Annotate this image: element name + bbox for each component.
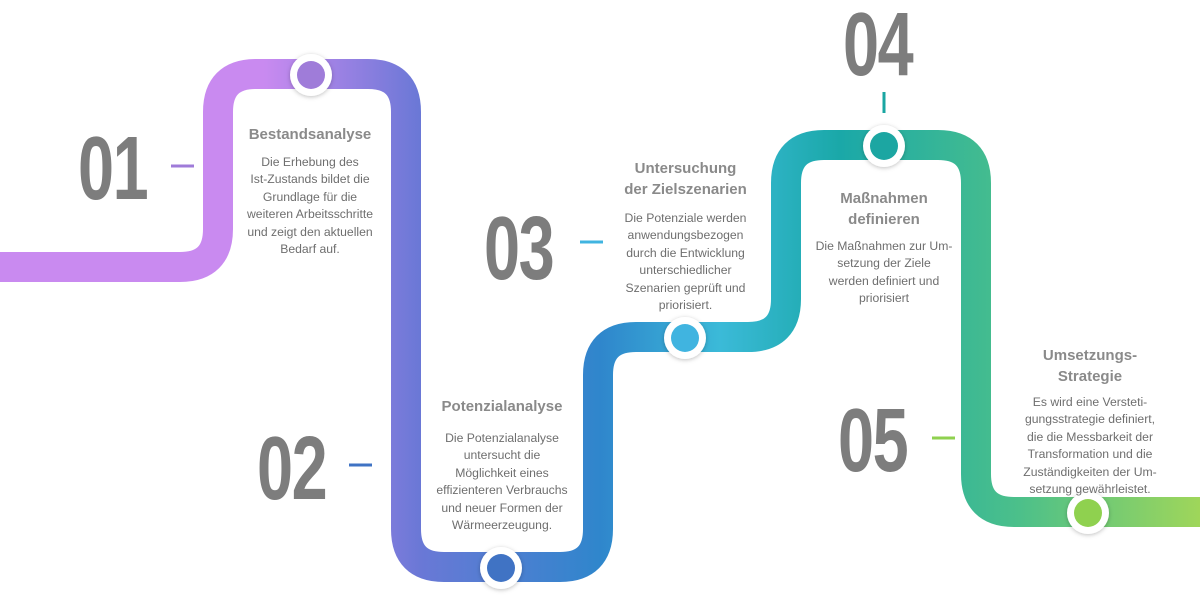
desc-line: setzung gewährleistet. bbox=[1029, 482, 1151, 497]
step-number-03: 03 bbox=[484, 199, 555, 299]
desc-line: und neuer Formen der bbox=[441, 500, 563, 515]
desc-line: die die Messbarkeit der bbox=[1027, 429, 1153, 444]
desc-line: Möglichkeit eines bbox=[455, 465, 549, 480]
desc-line: werden definiert und bbox=[828, 273, 940, 288]
desc-line: Die Potenzialanalyse bbox=[445, 431, 559, 445]
desc-line: untersucht die bbox=[463, 448, 541, 463]
title-line: Untersuchung bbox=[634, 160, 737, 177]
step-title-04: Maßnahmen definieren bbox=[800, 188, 968, 230]
title-line: Maßnahmen bbox=[840, 190, 928, 207]
desc-line: anwendungsbezogen bbox=[627, 228, 744, 243]
step-desc-03: Die Potenziale werden anwendungsbezogen … bbox=[603, 210, 768, 314]
process-path bbox=[0, 59, 1200, 582]
marker-dot bbox=[870, 132, 898, 160]
desc-line: weiteren Arbeitsschritte bbox=[247, 207, 373, 222]
step-title-02: Potenzialanalyse bbox=[418, 396, 586, 417]
step-number-01: 01 bbox=[78, 119, 149, 219]
marker-dot bbox=[297, 61, 325, 89]
desc-line: durch die Entwicklung bbox=[626, 245, 745, 260]
step-marker-03 bbox=[664, 317, 706, 359]
desc-line: Szenarien geprüft und bbox=[625, 280, 746, 295]
title-line: der Zielszenarien bbox=[624, 181, 747, 198]
desc-line: priorisiert bbox=[858, 291, 910, 306]
step-title-05: Umsetzungs- Strategie bbox=[1004, 345, 1176, 387]
title-line: Bestandsanalyse bbox=[248, 126, 372, 143]
desc-line: priorisiert. bbox=[658, 298, 713, 313]
desc-line: setzung der Ziele bbox=[837, 256, 931, 271]
desc-line: Die Potenziale werden bbox=[624, 211, 747, 225]
step-desc-05: Es wird eine Versteti- gungsstrategie de… bbox=[1004, 394, 1176, 498]
desc-line: Transformation und die bbox=[1027, 447, 1153, 462]
step-number-05: 05 bbox=[838, 391, 909, 491]
desc-line: effizienteren Verbrauchs bbox=[436, 483, 568, 498]
desc-line: Ist-Zustands bildet die bbox=[250, 172, 370, 187]
step-desc-04: Die Maßnahmen zur Um- setzung der Ziele … bbox=[800, 238, 968, 308]
marker-dot bbox=[671, 324, 699, 352]
marker-dot bbox=[1074, 499, 1102, 527]
desc-line: und zeigt den aktuellen bbox=[247, 224, 373, 239]
step-marker-01 bbox=[290, 54, 332, 96]
step-number-04: 04 bbox=[843, 0, 914, 95]
desc-line: Es wird eine Versteti- bbox=[1032, 395, 1148, 409]
title-line: Strategie bbox=[1057, 368, 1123, 385]
step-desc-02: Die Potenzialanalyse untersucht die Mögl… bbox=[418, 430, 586, 534]
desc-line: gungsstrategie definiert, bbox=[1024, 412, 1156, 427]
desc-line: Bedarf auf. bbox=[280, 242, 340, 257]
title-line: Umsetzungs- bbox=[1042, 347, 1138, 364]
step-marker-04 bbox=[863, 125, 905, 167]
title-line: definieren bbox=[848, 211, 920, 228]
step-desc-01: Die Erhebung des Ist-Zustands bildet die… bbox=[230, 154, 390, 258]
step-marker-02 bbox=[480, 547, 522, 589]
title-line: Potenzialanalyse bbox=[441, 398, 563, 415]
step-marker-05 bbox=[1067, 492, 1109, 534]
desc-line: Wärmeerzeugung. bbox=[451, 518, 553, 533]
step-title-01: Bestandsanalyse bbox=[230, 124, 390, 145]
step-number-02: 02 bbox=[257, 419, 328, 519]
step-title-03: Untersuchung der Zielszenarien bbox=[603, 158, 768, 200]
desc-line: Grundlage für die bbox=[262, 189, 358, 204]
desc-line: Die Maßnahmen zur Um- bbox=[815, 239, 953, 253]
desc-line: Zuständigkeiten der Um- bbox=[1023, 464, 1157, 479]
desc-line: Die Erhebung des bbox=[261, 155, 359, 169]
desc-line: unterschiedlicher bbox=[639, 263, 732, 278]
marker-dot bbox=[487, 554, 515, 582]
